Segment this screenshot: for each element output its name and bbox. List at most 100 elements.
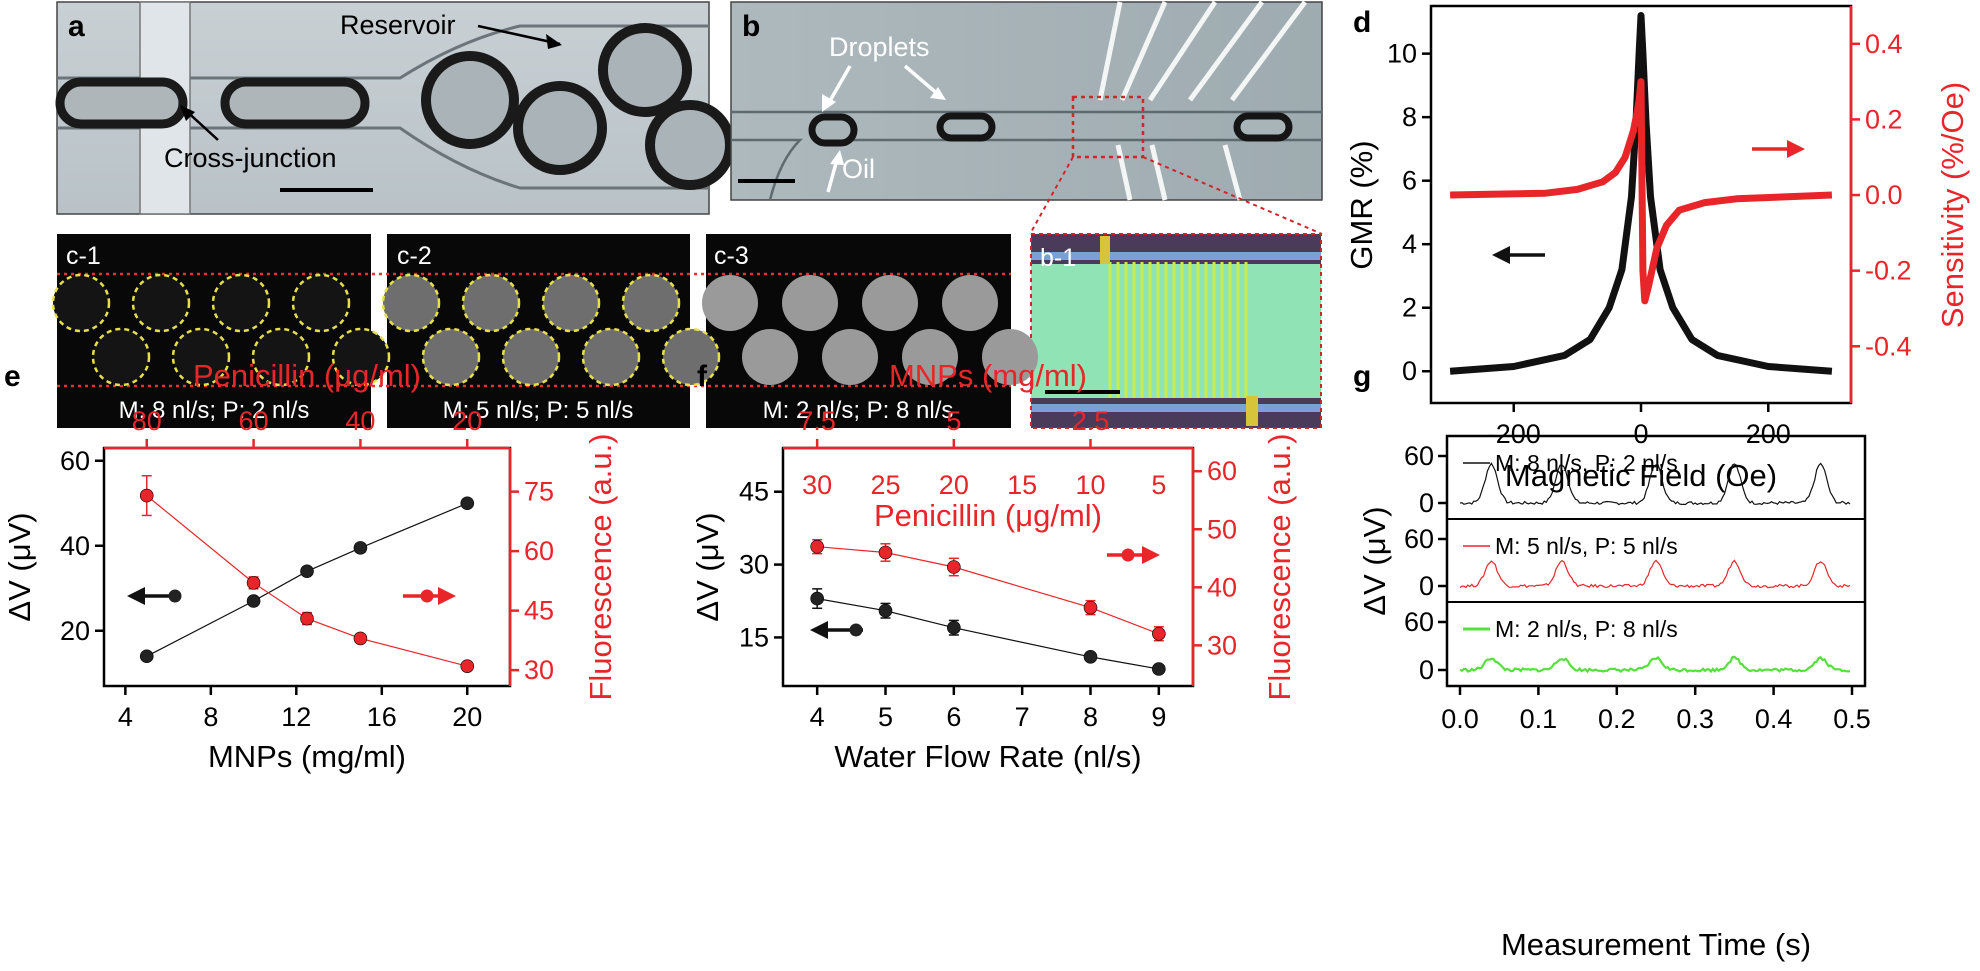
cross-junction-label: Cross-junction	[164, 143, 337, 173]
tick-label: -0.2	[1865, 256, 1912, 286]
tick-label: 8	[1083, 702, 1098, 732]
y2-axis-title: Sensitivity (%/Oe)	[1935, 82, 1970, 328]
legend-label: M: 5 nl/s, P: 5 nl/s	[1495, 533, 1678, 559]
data-point	[300, 611, 314, 626]
tick-label: -200	[1487, 419, 1541, 449]
droplet	[982, 329, 1038, 385]
tick-label: 40	[60, 531, 90, 561]
plot-lines	[1459, 462, 1851, 674]
tick-label: 2.5	[1072, 406, 1110, 436]
droplet	[942, 275, 998, 331]
tick-label: 30	[524, 655, 554, 685]
tick-label: 0.0	[1865, 180, 1903, 210]
data-point	[878, 545, 893, 560]
data-point	[246, 576, 261, 590]
panel-label: d	[1353, 6, 1371, 39]
droplet	[581, 327, 641, 387]
tick-label: 0.2	[1598, 704, 1636, 734]
tick-label: 40	[345, 406, 375, 436]
series-line	[817, 546, 1160, 635]
flow-caption: M: 8 nl/s; P: 2 nl/s	[119, 397, 310, 424]
tick-label: 10	[1075, 470, 1105, 500]
oil-label: Oil	[842, 154, 875, 184]
signal-trace	[1459, 655, 1851, 674]
tick-label: 0.1	[1520, 704, 1558, 734]
tick-label: 200	[1746, 419, 1791, 449]
tick-label: 2	[1402, 293, 1417, 323]
panel-label: e	[4, 360, 21, 393]
tick-label: 0.2	[1865, 104, 1903, 134]
gmr-stripes	[1108, 262, 1248, 398]
x-axis-title: Water Flow Rate (nl/s)	[834, 739, 1141, 774]
tick-label: 4	[810, 702, 825, 732]
right-axis-arrow	[1107, 546, 1160, 564]
panel-label: b	[742, 10, 760, 43]
tick-label: 5	[946, 406, 961, 436]
tick-label: 0	[1419, 488, 1434, 518]
tick-label: 30	[739, 550, 769, 580]
droplet	[421, 327, 481, 387]
droplet	[742, 329, 798, 385]
data-point	[246, 594, 261, 608]
droplet	[131, 273, 191, 333]
tick-label: 75	[524, 477, 554, 507]
series-line	[146, 495, 468, 667]
droplet	[902, 329, 958, 385]
panel-label: b-1	[1040, 244, 1076, 272]
panel-label: a	[68, 10, 85, 43]
tick-label: 40	[1207, 572, 1237, 602]
series-line	[146, 502, 468, 657]
tick-label: 80	[132, 406, 162, 436]
data-point	[139, 649, 154, 664]
tick-label: 8	[203, 702, 218, 732]
tick-label: 0	[1419, 571, 1434, 601]
tick-label: 60	[1404, 524, 1434, 554]
tick-label: 60	[1404, 441, 1434, 471]
y2-axis-title: Fluorescence (a.u.)	[583, 433, 618, 700]
x-axis-title: Magnetic Field (Oe)	[1505, 458, 1777, 493]
tick-label: 30	[1207, 630, 1237, 660]
tick-label: 5	[878, 702, 893, 732]
tick-label: 8	[1402, 102, 1417, 132]
data-point	[878, 603, 893, 618]
tick-label: 0	[1633, 419, 1648, 449]
tick-label: 0	[1419, 655, 1434, 685]
droplet	[461, 273, 521, 333]
tick-label: 0.4	[1865, 29, 1903, 59]
tick-label: 60	[524, 536, 554, 566]
tick-label: 6	[946, 702, 961, 732]
sensitivity-curve	[1450, 78, 1833, 305]
legend-label: M: 2 nl/s, P: 8 nl/s	[1495, 616, 1678, 642]
data-point	[353, 631, 368, 646]
tick-label: 60	[1404, 607, 1434, 637]
tick-label: 0.0	[1441, 704, 1479, 734]
top-axis2-title: Penicillin (μg/ml)	[874, 498, 1102, 533]
data-point	[810, 539, 824, 554]
panel-b: b Droplets Oil	[730, 0, 1323, 201]
data-point	[810, 591, 824, 606]
droplet	[702, 275, 758, 331]
tick-label: 16	[367, 702, 397, 732]
droplet	[782, 275, 838, 331]
tick-label: 4	[118, 702, 133, 732]
left-axis-arrow	[810, 621, 863, 639]
plot-frame	[781, 446, 1195, 688]
y-axis-title: GMR (%)	[1344, 140, 1379, 269]
top-axis-title: Penicillin (μg/ml)	[193, 358, 421, 393]
flow-caption: M: 2 nl/s; P: 8 nl/s	[763, 397, 954, 424]
droplet	[822, 329, 878, 385]
tick-label: 15	[1007, 470, 1037, 500]
data-point	[460, 659, 475, 673]
droplets-label: Droplets	[829, 32, 930, 62]
tick-label: 25	[870, 470, 900, 500]
tick-label: 20	[452, 702, 482, 732]
tick-label: 15	[739, 622, 769, 652]
right-axis-arrow	[403, 587, 456, 605]
data-point	[947, 620, 961, 635]
